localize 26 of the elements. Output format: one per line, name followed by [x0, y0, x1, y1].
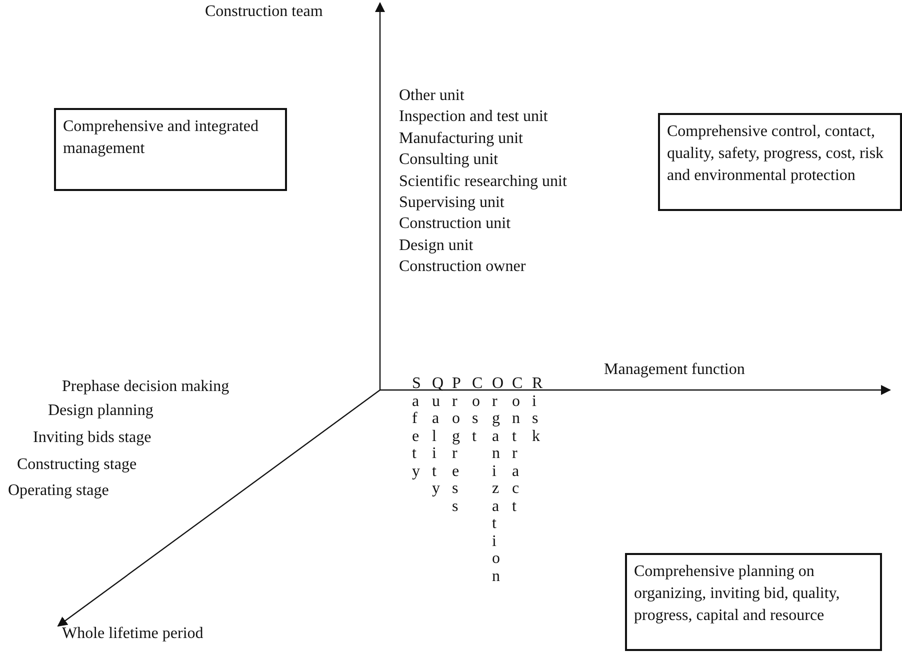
function-label: Cost: [472, 375, 486, 445]
stage-label: Constructing stage: [17, 455, 137, 475]
stage-label: Inviting bids stage: [33, 428, 152, 448]
axis-label: Whole lifetime period: [62, 624, 204, 644]
unit-label: Other unit: [399, 86, 464, 106]
stage-label: Operating stage: [8, 481, 109, 501]
unit-label: Design unit: [399, 236, 474, 256]
axis-label: Construction team: [205, 2, 323, 22]
unit-label: Construction unit: [399, 214, 511, 234]
text-box: Comprehensive and integrated management: [54, 108, 287, 191]
stage-label: Design planning: [48, 401, 154, 421]
function-label: Progress: [452, 375, 466, 515]
unit-label: Consulting unit: [399, 150, 498, 170]
function-label: Safety: [412, 375, 426, 480]
function-label: Organization: [492, 375, 506, 585]
function-label: Risk: [532, 375, 546, 445]
axis-label: Management function: [604, 360, 745, 380]
text-box: Comprehensive planning on organizing, inviting bid, quality, progress, capital and resource: [625, 553, 882, 651]
stage-label: Prephase decision making: [62, 377, 230, 397]
function-label: Contract: [512, 375, 526, 515]
unit-label: Supervising unit: [399, 193, 504, 213]
text-box: Comprehensive control, contact, quality, safety, progress, cost, risk and environmental protection: [658, 113, 902, 211]
unit-label: Manufacturing unit: [399, 128, 523, 149]
unit-label: Inspection and test unit: [399, 107, 548, 128]
unit-label: Construction owner: [399, 257, 526, 278]
unit-label: Scientific researching unit: [399, 172, 567, 192]
